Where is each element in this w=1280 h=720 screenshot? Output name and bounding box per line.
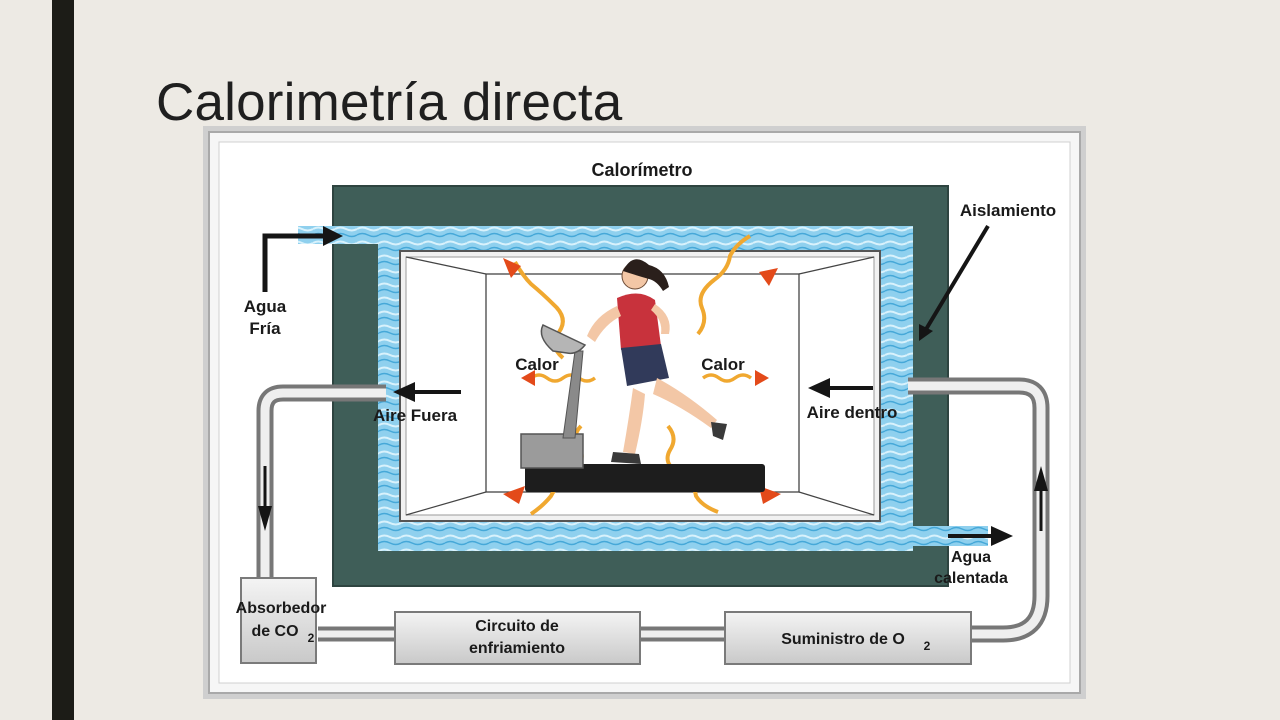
cold-water-label-line2: Fría bbox=[249, 319, 281, 338]
co2-subscript: 2 bbox=[308, 631, 315, 645]
slide-title: Calorimetría directa bbox=[156, 73, 623, 132]
cold-water-arrow bbox=[262, 226, 343, 292]
accent-side-bar bbox=[52, 0, 74, 720]
air-out-arrow bbox=[393, 382, 461, 402]
co2-absorber-label-line1: Absorbedor bbox=[236, 600, 327, 617]
cooling-circuit-label-line2: enfriamiento bbox=[469, 640, 565, 657]
o2-supply-label: Suministro de O bbox=[781, 631, 905, 648]
o2-subscript: 2 bbox=[924, 639, 931, 653]
runner bbox=[587, 259, 727, 464]
co2-absorber-box bbox=[240, 577, 317, 664]
cold-water-label-line1: Agua bbox=[244, 297, 287, 316]
heat-label-right: Calor bbox=[701, 355, 745, 374]
warm-water-arrow bbox=[948, 526, 1013, 546]
insulation-pointer bbox=[923, 224, 990, 333]
calorimeter-diagram: Calorímetro Agua Fría Aislamiento A bbox=[203, 126, 1086, 699]
air-in-arrow bbox=[808, 378, 873, 398]
insulation-label: Aislamiento bbox=[960, 201, 1056, 220]
treadmill bbox=[520, 324, 765, 492]
down-flow-arrow bbox=[258, 506, 272, 531]
cooling-circuit-box bbox=[394, 611, 641, 665]
pipe-loop bbox=[256, 377, 1050, 643]
up-flow-arrow bbox=[1034, 466, 1048, 491]
warm-water-label-line1: Agua bbox=[951, 549, 991, 566]
warm-water-label-line2: calentada bbox=[934, 570, 1008, 587]
calorimeter-label: Calorímetro bbox=[591, 160, 692, 180]
air-out-label: Aire Fuera bbox=[373, 406, 458, 425]
o2-supply-box bbox=[724, 611, 972, 665]
air-in-label: Aire dentro bbox=[807, 403, 898, 422]
heat-label-left: Calor bbox=[515, 355, 559, 374]
co2-absorber-label-line2: de CO bbox=[251, 623, 298, 640]
cooling-circuit-label-line1: Circuito de bbox=[475, 618, 559, 635]
